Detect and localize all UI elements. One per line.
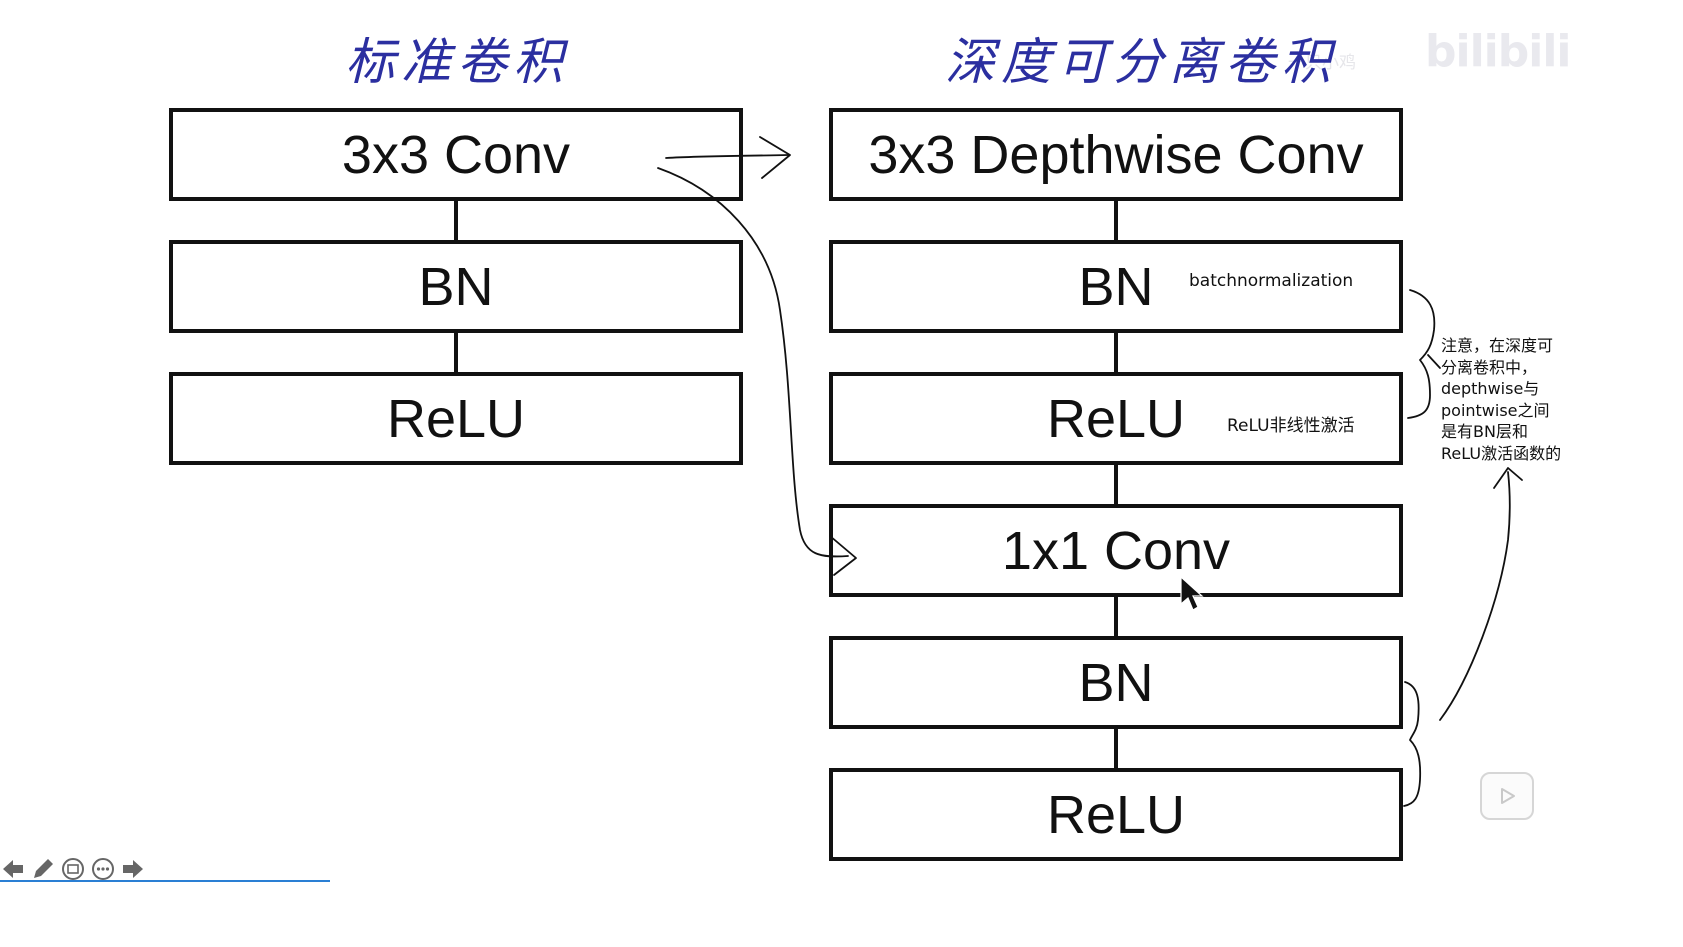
block-relu-pointwise: ReLU [829,768,1403,861]
connector-line [1114,594,1118,640]
toolbar-accent-line [0,880,330,882]
block-1x1-conv: 1x1 Conv [829,504,1403,597]
block-label: BN [1078,652,1154,713]
side-note-line: 注意，在深度可 [1441,336,1554,355]
forward-arrow-icon[interactable] [120,856,146,882]
back-arrow-icon[interactable] [0,856,26,882]
more-icon[interactable] [90,856,116,882]
block-relu-depthwise: ReLU [829,372,1403,465]
play-icon [1501,788,1515,804]
presentation-toolbar [0,852,146,886]
play-button[interactable] [1480,772,1534,820]
relu-note: ReLU非线性激活 [1227,416,1355,436]
connector-line [454,198,458,244]
arrow-to-depthwise [665,154,789,159]
watermark-text: 一只小鸡 [1288,53,1356,73]
arrow-head [759,136,791,179]
side-note-line: 是有BN层和 [1441,422,1528,441]
block-label: 3x3 Depthwise Conv [868,124,1364,185]
pen-icon[interactable] [30,856,56,882]
block-label: BN [418,256,494,317]
connector-line [1114,330,1118,376]
block-3x3-depthwise-conv: 3x3 Depthwise Conv [829,108,1403,201]
block-bn: BN [169,240,743,333]
side-note-line: 分离卷积中， [1441,357,1538,377]
block-relu: ReLU [169,372,743,465]
slides-icon[interactable] [60,856,86,882]
side-note: 注意，在深度可 分离卷积中， depthwise与 pointwise之间 是有… [1441,335,1561,464]
side-note-line: pointwise之间 [1441,400,1550,420]
block-label: ReLU [1046,388,1186,449]
connector-line [454,330,458,376]
arrow-head [829,535,857,576]
connector-line [1114,462,1118,508]
block-3x3-conv: 3x3 Conv [169,108,743,201]
connector-line [1114,726,1118,772]
block-label: ReLU [1046,784,1186,845]
block-label: 1x1 Conv [1001,520,1231,581]
arrow-to-side-note [1439,471,1511,721]
block-label: ReLU [386,388,526,449]
bn-note: batchnormalization [1189,271,1354,291]
arrow-head [1493,467,1523,489]
side-note-line: ReLU激活函数的 [1441,443,1562,463]
mouse-cursor-icon [1180,575,1204,611]
bilibili-watermark-logo: bilibili [1425,26,1571,77]
title-standard-conv: 标准卷积 [345,33,569,91]
connector-line [1114,198,1118,244]
brace-pointwise [1403,681,1422,807]
block-label: BN [1078,256,1154,317]
arrow-to-pointwise [657,167,849,558]
title-depthwise-separable-conv: 深度可分离卷积 [945,33,1337,91]
side-note-line: depthwise与 [1441,379,1540,398]
block-label: 3x3 Conv [341,124,571,185]
block-bn-pointwise: BN [829,636,1403,729]
brace-depthwise [1407,289,1436,419]
block-bn-depthwise: BN [829,240,1403,333]
